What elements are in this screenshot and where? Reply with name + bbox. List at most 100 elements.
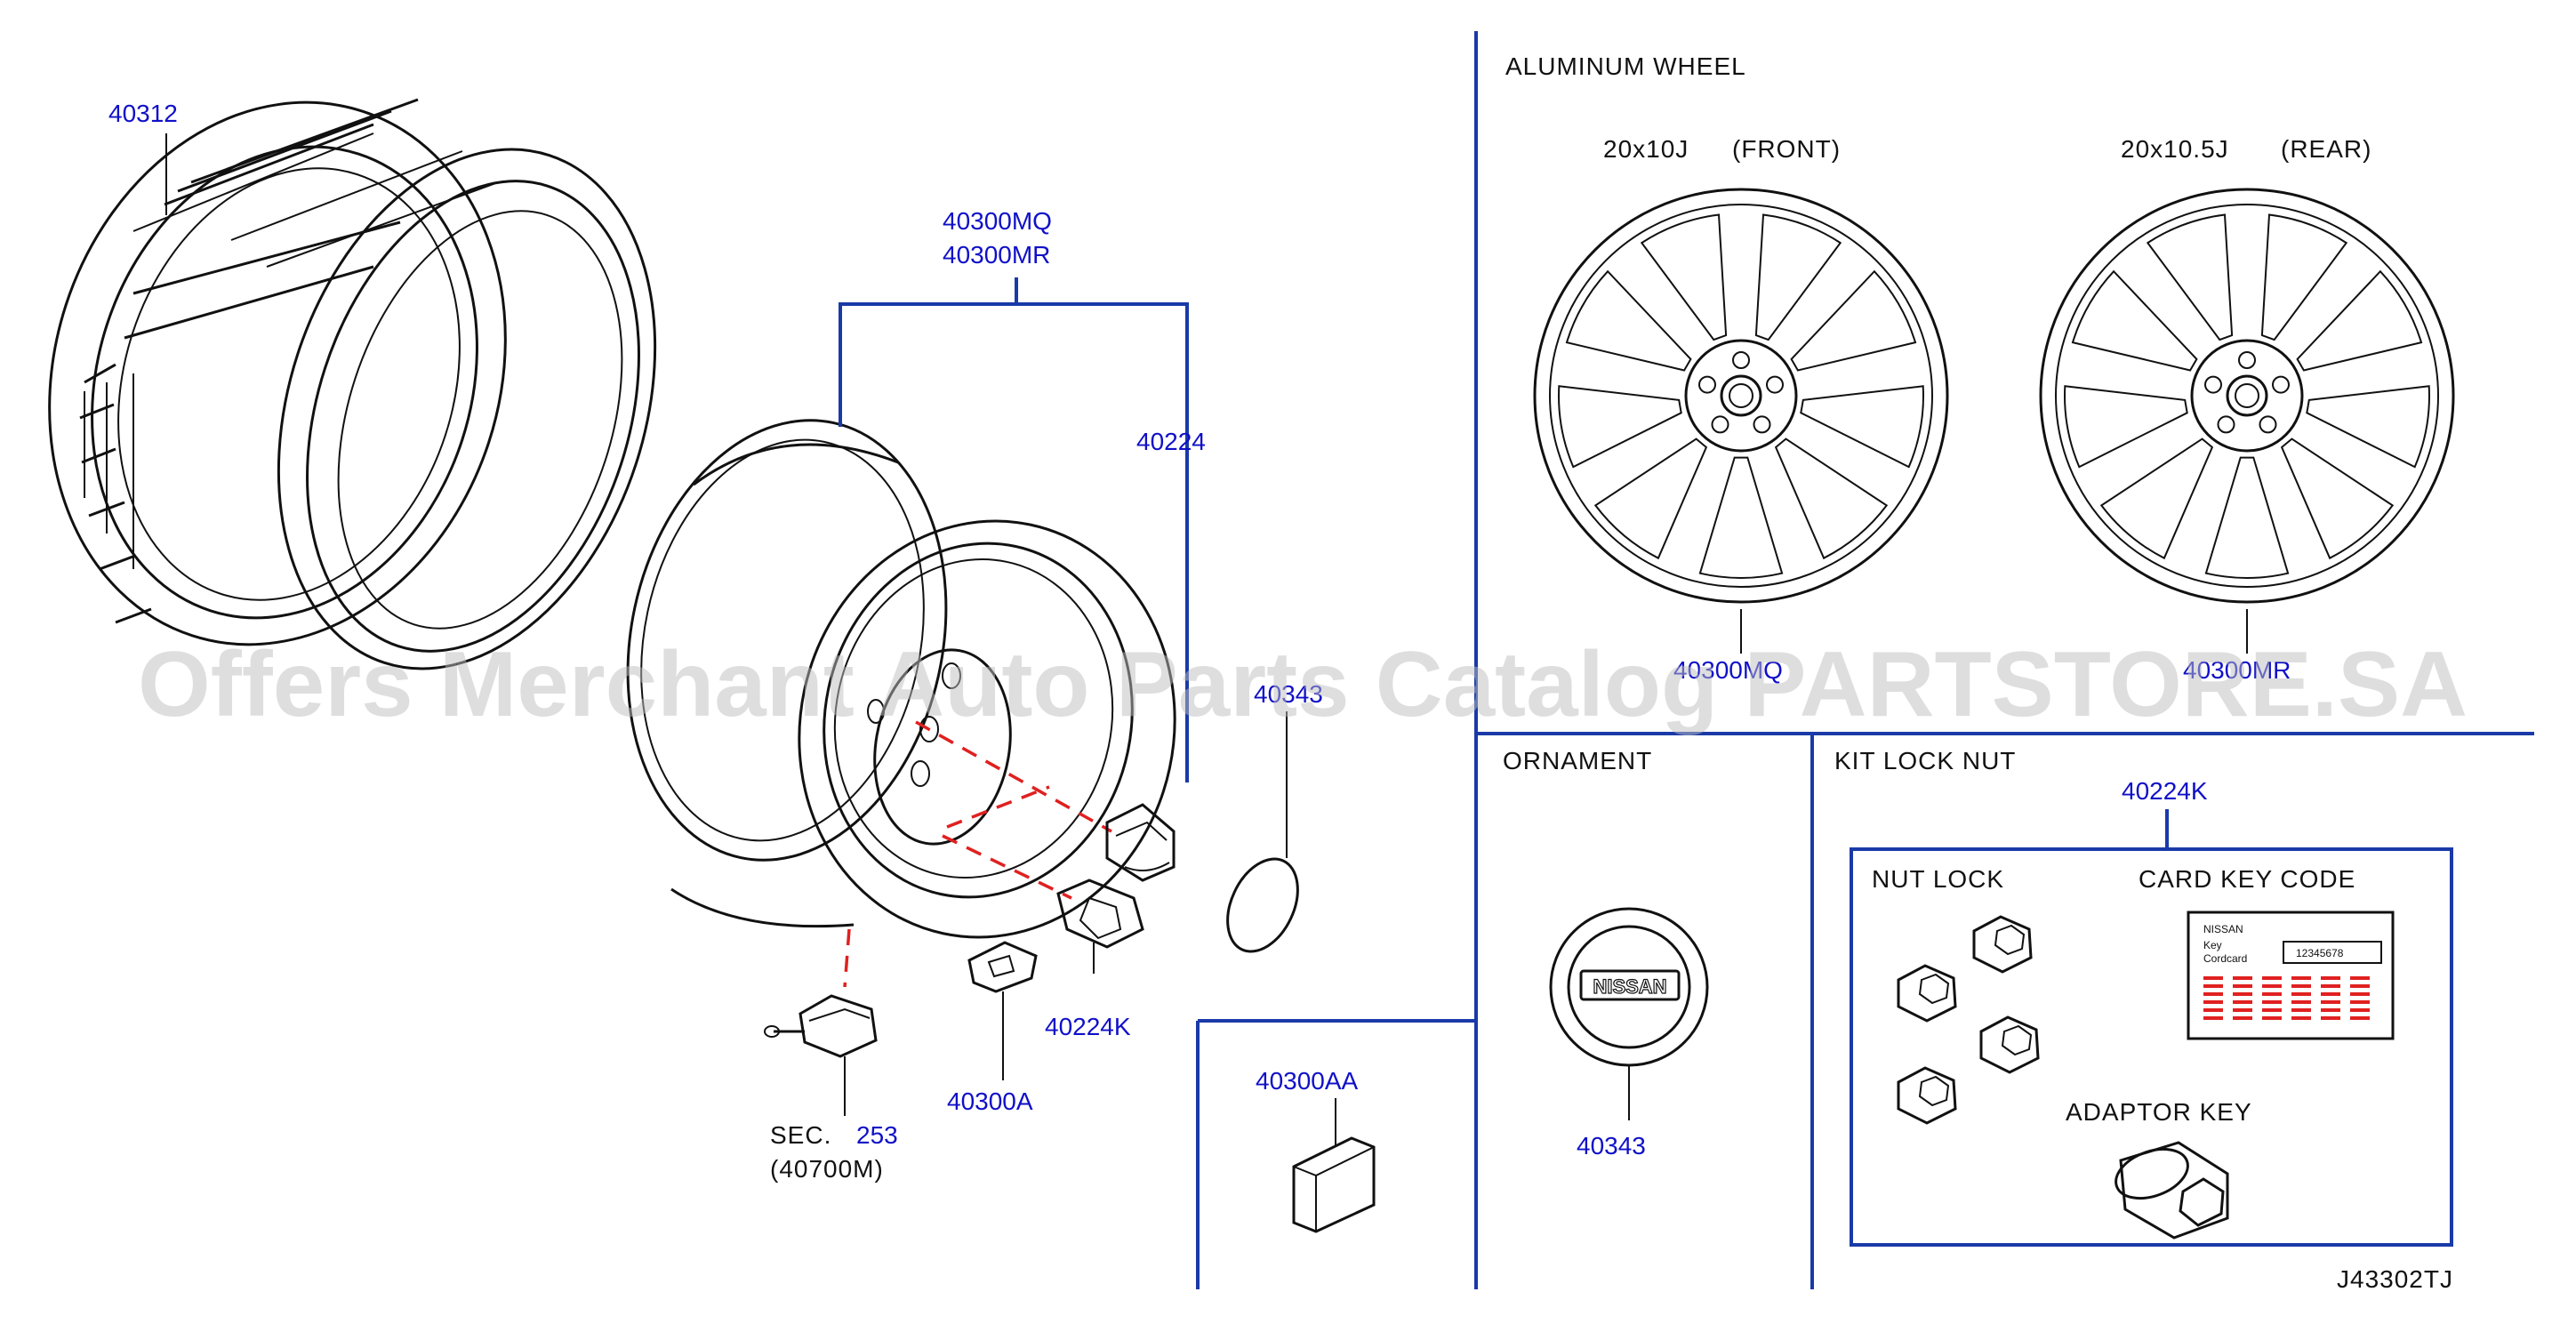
card-code-bar [2262, 984, 2282, 988]
rear-size: 20x10.5J [2121, 135, 2229, 163]
card-code-bar [2350, 984, 2370, 988]
card-code-bar [2262, 976, 2282, 980]
center-cap-side[interactable] [1214, 847, 1312, 962]
diagram-code: J43302TJ [2337, 1265, 2453, 1293]
weight-part-label[interactable]: 40300A [947, 1087, 1033, 1115]
tire-part-label[interactable]: 40312 [108, 100, 178, 127]
card-code-bar [2233, 992, 2252, 996]
lock-nut-part-label[interactable]: 40224K [1045, 1013, 1131, 1040]
rear-wheel-part-label[interactable]: 40300MR [2183, 656, 2291, 684]
card-code-bar [2291, 1000, 2311, 1004]
adaptor-key[interactable] [2109, 1140, 2229, 1240]
card-code-bar [2321, 984, 2340, 988]
sensor-sec-prefix: SEC. [770, 1121, 831, 1149]
lock-nut[interactable] [1056, 879, 1144, 974]
wheel-window [2296, 269, 2423, 372]
lug-hole [2204, 375, 2222, 394]
wheel-bore [1720, 374, 1762, 417]
wheel-window [1774, 437, 1889, 560]
card-code-bar [2291, 976, 2311, 980]
lock-nut-body [1979, 1015, 2040, 1074]
wheel-window [2204, 456, 2290, 579]
wheel-window [1593, 437, 1708, 560]
rear-wheel-face[interactable] [2039, 188, 2455, 604]
card-key-code-heading: CARD KEY CODE [2139, 865, 2355, 893]
lock-nut-item [1897, 964, 1957, 1023]
wheel-rim-inner [2055, 204, 2439, 588]
wheel-window [1565, 269, 1692, 372]
card-code: 12345678 [2296, 947, 2344, 959]
card-code-bar [2291, 984, 2311, 988]
tire-drawing[interactable] [0, 43, 718, 718]
card-code-bar [2291, 1016, 2311, 1020]
wheel-hub [1684, 339, 1798, 453]
wheel-rim-inner [1549, 204, 1933, 588]
lug-hole [1753, 415, 1771, 434]
ornament-heading: ORNAMENT [1503, 747, 1652, 774]
lock-nut-pattern [1918, 1075, 1950, 1107]
lug-hole [2238, 351, 2256, 369]
wheel-nut[interactable] [1105, 803, 1176, 882]
lock-nut-pattern [1994, 924, 2026, 956]
wheel-window [2260, 213, 2348, 341]
card-code-bar [2321, 1000, 2340, 1004]
tpms-sensor[interactable] [764, 994, 878, 1058]
key-code-card[interactable]: NISSAN Key Cordcard 12345678 [2187, 911, 2395, 1040]
wheel-window [2099, 437, 2214, 560]
lock-nut-body [1897, 1066, 1957, 1125]
card-code-bar [2321, 1008, 2340, 1012]
lug-hole [1698, 375, 1716, 394]
kit-part-label[interactable]: 40224K [2122, 777, 2208, 805]
weight-box-part-label[interactable]: 40300AA [1256, 1067, 1359, 1095]
lug-hole [1711, 415, 1729, 434]
card-code-bar [2350, 976, 2370, 980]
card-code-bar [2203, 1000, 2223, 1004]
card-code-bar [2233, 984, 2252, 988]
wheel-rim-outer [2039, 188, 2455, 604]
nut-lock-heading: NUT LOCK [1872, 865, 2004, 893]
lock-nut-pattern [1918, 973, 1950, 1005]
ornament-part-label[interactable]: 40343 [1577, 1132, 1646, 1160]
balance-weight[interactable] [967, 941, 1038, 993]
card-code-bar [2350, 1008, 2370, 1012]
card-code-bar [2321, 992, 2340, 996]
wheel-hub [2190, 339, 2304, 453]
front-wheel-part-label[interactable]: 40300MQ [1673, 656, 1783, 684]
wheel-drawing[interactable] [589, 390, 1213, 972]
card-code-bar [2233, 1016, 2252, 1020]
card-code-bar [2291, 1008, 2311, 1012]
ornament-cap[interactable]: NISSAN [1549, 907, 1709, 1067]
card-code-bar [2262, 1000, 2282, 1004]
wheel-window [2146, 213, 2234, 341]
wheel-window [1640, 213, 1728, 341]
wheel-window [2064, 385, 2188, 469]
wheel-bore [2226, 374, 2268, 417]
dashed-leaders [843, 720, 1112, 988]
card-code-bar [2262, 1016, 2282, 1020]
lock-nut-item [1979, 1015, 2040, 1074]
front-wheel-face[interactable] [1533, 188, 1949, 604]
aluminum-wheel-heading: ALUMINUM WHEEL [1505, 52, 1746, 80]
sensor-sec-number[interactable]: 253 [856, 1121, 898, 1149]
card-code-bar [2350, 1016, 2370, 1020]
lug-hole [2272, 375, 2290, 394]
center-cap-part-label[interactable]: 40343 [1254, 680, 1323, 708]
adhesive-weight[interactable] [1292, 1136, 1376, 1233]
wheel-part-label[interactable]: 40300MQ [943, 207, 1052, 235]
lock-nut-body [1897, 964, 1957, 1023]
wheel-bore-inner [2235, 383, 2259, 408]
card-code-bar [2262, 992, 2282, 996]
card-code-bar [2321, 976, 2340, 980]
card-code-bar [2203, 976, 2223, 980]
front-position: (FRONT) [1732, 135, 1841, 163]
lock-nut-set[interactable] [1897, 915, 2040, 1125]
kit-lock-nut-heading: KIT LOCK NUT [1834, 747, 2016, 774]
wheel-part-label-alt[interactable]: 40300MR [943, 241, 1050, 269]
lug-hole [1766, 375, 1784, 394]
nut-part-label[interactable]: 40224 [1136, 428, 1206, 455]
card-code-bar [2233, 1008, 2252, 1012]
card-code-bar [2350, 1000, 2370, 1004]
wheel-window [1558, 385, 1682, 469]
